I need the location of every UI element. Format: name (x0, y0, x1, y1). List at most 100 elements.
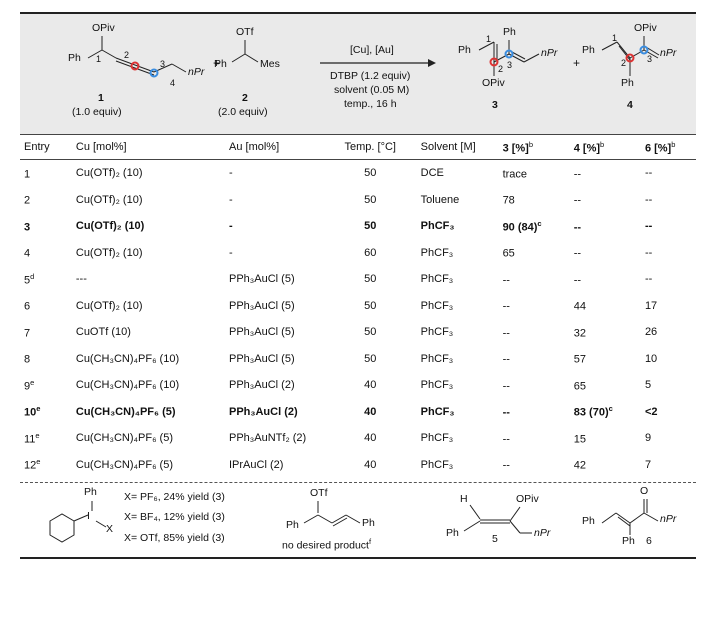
entry-footnote: e (36, 404, 41, 414)
cell-entry: 1 (24, 168, 31, 181)
cell-yield-3: -- (502, 433, 510, 446)
prod4-ph-bottom: Ph (621, 77, 634, 89)
entry-footnote: d (30, 271, 35, 281)
cell-solvent: PhCF₃ (420, 326, 454, 339)
entry-footnote: e (36, 457, 41, 467)
sub1-locant-2: 2 (124, 50, 130, 60)
prod3-locant-1: 1 (486, 34, 492, 44)
cell-au-catalyst: PPh₃AuCl (5) (229, 273, 295, 286)
cell-au-catalyst: PPh₃AuCl (5) (229, 326, 295, 339)
cell-entry: 11e (24, 430, 40, 446)
conditions-temp: temp., 16 h (344, 98, 397, 110)
cell-yield-6: -- (644, 167, 653, 180)
cell-yield-3: 78 (502, 195, 515, 208)
sub1-label: 1 (98, 92, 104, 104)
cell-temperature: 50 (364, 273, 377, 286)
cell-yield-6: -- (644, 193, 653, 206)
scheme-structures (87, 36, 660, 78)
cell-cu-catalyst: Cu(CH₃CN)₄PF₆ (10) (75, 352, 180, 365)
conditions-oxidant: DTBP (1.2 equiv) (330, 70, 411, 82)
iodonium-x: X (106, 523, 114, 535)
cell-cu-catalyst: Cu(OTf)₂ (10) (75, 299, 143, 312)
cell-yield-4: -- (573, 221, 582, 234)
footer-structures (49, 499, 659, 543)
optimization-table: Entry Cu [mol%] Au [mol%] Temp. [°C] Sol… (20, 135, 696, 478)
allene-label: 5 (492, 533, 498, 545)
cell-entry: 6 (24, 301, 31, 314)
cell-au-catalyst: PPh₃AuCl (5) (229, 352, 295, 365)
cell-solvent: PhCF₃ (420, 379, 454, 392)
prod4-opiv: OPiv (634, 22, 657, 34)
prod3-locant-3: 3 (507, 60, 513, 70)
sub1-ph: Ph (68, 52, 81, 64)
cell-temperature: 40 (364, 405, 377, 418)
cell-temperature: 50 (364, 326, 377, 339)
cell-au-catalyst: PPh₃AuCl (2) (229, 405, 298, 418)
header-temp: Temp. [°C] (337, 135, 417, 160)
cell-cu-catalyst: CuOTf (10) (75, 326, 131, 339)
cell-yield-3: trace (502, 168, 528, 181)
cell-yield-6: -- (644, 273, 653, 286)
sub1-equiv: (1.0 equiv) (72, 106, 122, 118)
cell-yield-4: -- (573, 195, 582, 208)
entry-footnote: e (30, 377, 35, 387)
cell-solvent: Toluene (420, 193, 460, 206)
cell-cu-catalyst: Cu(CH₃CN)₄PF₆ (5) (75, 458, 174, 471)
counterion-bf4: X= BF₄, 12% yield (3) (124, 511, 225, 523)
plus-2: + (573, 56, 581, 70)
cell-entry: 5d (24, 271, 35, 287)
cell-solvent: PhCF₃ (420, 299, 454, 312)
cell-temperature: 40 (364, 432, 377, 445)
cell-cu-catalyst: Cu(OTf)₂ (10) (75, 246, 143, 259)
cell-cu-catalyst: Cu(CH₃CN)₄PF₆ (5) (75, 405, 176, 418)
prod4-locant-3: 3 (647, 54, 653, 64)
header-yield-6: 6 [%]b (640, 135, 696, 160)
cell-yield-3: 90 (84)c (502, 218, 542, 234)
cell-temperature: 50 (364, 193, 377, 206)
cell-cu-catalyst: Cu(CH₃CN)₄PF₆ (5) (75, 432, 174, 445)
cell-au-catalyst: - (229, 246, 233, 259)
cell-yield-6: 26 (644, 326, 658, 339)
allene-npr: nPr (534, 527, 551, 539)
cell-au-catalyst: PPh₃AuCl (2) (229, 379, 295, 392)
cell-solvent: PhCF₃ (420, 432, 454, 445)
counterion-otf: X= OTf, 85% yield (3) (124, 532, 225, 544)
prod3-label: 3 (492, 99, 498, 111)
entry-footnote: e (35, 430, 40, 440)
prod4-ph-left: Ph (582, 44, 595, 56)
sub1-opiv: OPiv (92, 22, 115, 34)
counterion-pf6: X= PF₆, 24% yield (3) (124, 491, 225, 503)
enone-label: 6 (646, 535, 652, 547)
cell-yield-4: -- (573, 274, 582, 287)
cell-solvent: DCE (420, 167, 444, 180)
cell-yield-6: 9 (644, 432, 652, 445)
cell-yield-4: 15 (573, 433, 586, 446)
header-solvent: Solvent [M] (416, 135, 499, 160)
cell-yield-3: -- (502, 301, 510, 314)
enone-ph-1: Ph (582, 515, 595, 527)
cell-entry: 7 (24, 327, 31, 340)
cell-entry: 4 (24, 248, 31, 261)
cell-yield-3: -- (502, 354, 510, 367)
table-header-row: Entry Cu [mol%] Au [mol%] Temp. [°C] Sol… (20, 135, 696, 160)
cell-solvent: PhCF₃ (420, 246, 454, 259)
cell-au-catalyst: - (229, 220, 233, 233)
cell-yield-6: 17 (644, 299, 658, 312)
cell-solvent: PhCF₃ (420, 220, 455, 233)
prod4-label: 4 (627, 99, 633, 111)
vinyl-ph-2: Ph (362, 517, 375, 529)
cell-yield-6: 10 (644, 352, 658, 365)
header-yield-4: 4 [%]b (569, 135, 641, 160)
cell-yield-3: -- (502, 460, 510, 473)
enone-ph-2: Ph (622, 535, 635, 547)
cell-temperature: 50 (364, 167, 377, 180)
cell-yield-6: 5 (644, 379, 652, 392)
allene-ph: Ph (446, 527, 459, 539)
sub2-label: 2 (242, 92, 248, 104)
sub2-equiv: (2.0 equiv) (218, 106, 268, 118)
